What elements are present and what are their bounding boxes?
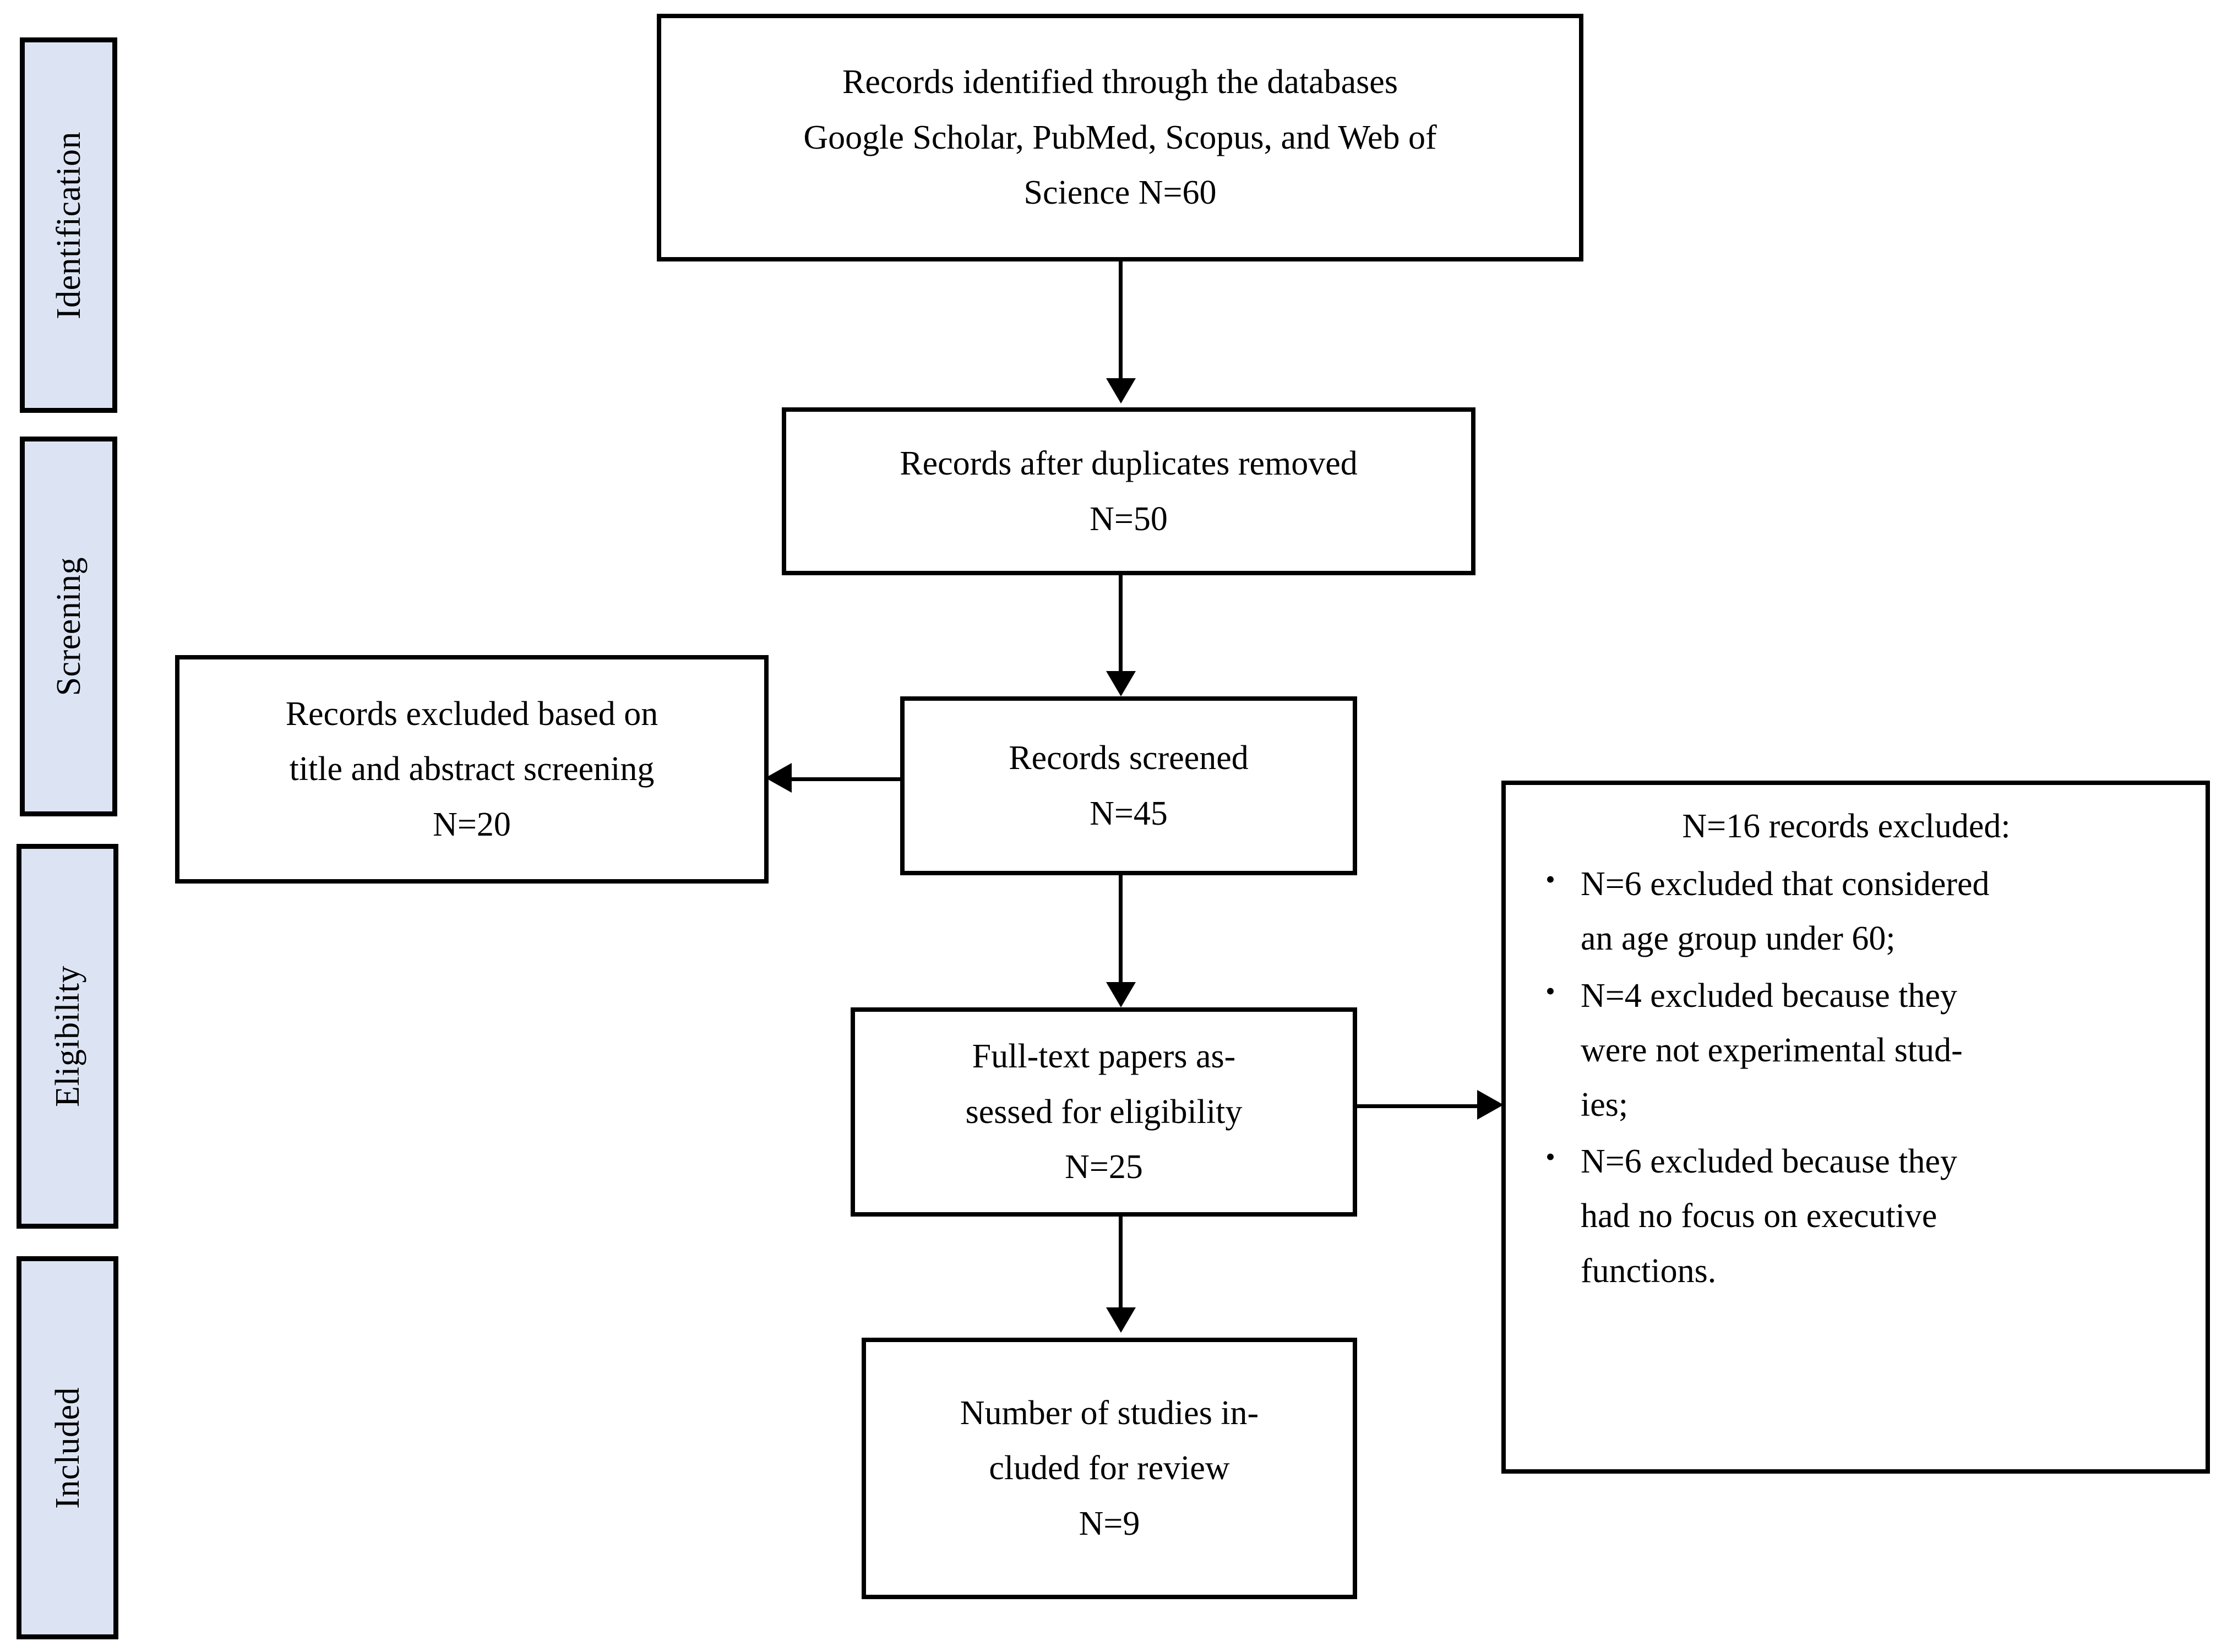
- excluded-reason-item-1-line2: an age group under 60;: [1581, 920, 1896, 958]
- connector-screened-to-excluded-arrowhead: [765, 763, 792, 793]
- box-records-identified-line1: Records identified through the databases: [842, 63, 1398, 101]
- box-records-identified-line3: Science N=60: [1023, 174, 1217, 212]
- box-full-text-assessed-line1: Full-text papers as-: [972, 1038, 1236, 1076]
- excluded-reason-item-2-line3: ies;: [1581, 1086, 1629, 1124]
- box-records-excluded-title-abstract-line3: N=20: [433, 805, 511, 843]
- box-records-identified: Records identified through the databases…: [657, 14, 1583, 261]
- excluded-reason-item-3: • N=6 excluded because they had no focus…: [1520, 1135, 2189, 1299]
- connector-duplicates-to-screened-line: [1119, 575, 1123, 671]
- stage-label-eligibility: Eligibility: [48, 966, 86, 1107]
- connector-fulltext-to-included-line: [1119, 1217, 1123, 1307]
- box-records-screened: Records screened N=45: [900, 696, 1357, 875]
- box-records-after-duplicates: Records after duplicates removed N=50: [782, 407, 1475, 575]
- stage-box-identification: Identification: [20, 37, 117, 413]
- excluded-reason-item-2-text: N=4 excluded because they were not exper…: [1581, 969, 2189, 1133]
- box-records-excluded-title-abstract: Records excluded based on title and abst…: [175, 655, 769, 884]
- bullet-icon: •: [1545, 1141, 1555, 1173]
- box-records-screened-line2: N=45: [1090, 794, 1168, 832]
- excluded-reason-item-3-text: N=6 excluded because they had no focus o…: [1581, 1135, 2189, 1299]
- excluded-reason-item-2-line1: N=4 excluded because they: [1581, 977, 1957, 1015]
- excluded-fulltext-heading: N=16 records excluded:: [1682, 808, 2011, 845]
- excluded-reason-item-1: • N=6 excluded that considered an age gr…: [1520, 857, 2189, 966]
- connector-fulltext-to-excluded-line: [1355, 1104, 1479, 1108]
- box-records-identified-line2: Google Scholar, PubMed, Scopus, and Web …: [803, 118, 1437, 156]
- box-studies-included-line2: cluded for review: [989, 1449, 1230, 1487]
- box-records-after-duplicates-line2: N=50: [1090, 500, 1168, 538]
- bullet-icon: •: [1545, 864, 1555, 895]
- stage-label-screening: Screening: [50, 557, 88, 696]
- box-full-text-assessed-line2: sessed for eligibility: [965, 1093, 1243, 1131]
- excluded-reason-item-3-line2: had no focus on executive: [1581, 1197, 1937, 1235]
- excluded-reason-item-2-line2: were not experimental stud-: [1581, 1031, 1963, 1069]
- box-excluded-fulltext-reasons: N=16 records excluded: • N=6 excluded th…: [1501, 781, 2210, 1474]
- connector-screened-to-fulltext-line: [1119, 875, 1123, 982]
- excluded-reason-item-3-line3: functions.: [1581, 1252, 1717, 1290]
- stage-label-included: Included: [48, 1387, 86, 1509]
- connector-fulltext-to-included-arrowhead: [1106, 1307, 1136, 1333]
- box-studies-included-line1: Number of studies in-: [960, 1394, 1259, 1432]
- excluded-reason-item-1-text: N=6 excluded that considered an age grou…: [1581, 857, 2189, 966]
- stage-box-eligibility: Eligibility: [17, 844, 118, 1229]
- connector-identified-to-duplicates-arrowhead: [1106, 378, 1136, 404]
- excluded-reason-item-1-line1: N=6 excluded that considered: [1581, 865, 1990, 903]
- excluded-reason-item-3-line1: N=6 excluded because they: [1581, 1143, 1957, 1181]
- connector-screened-to-excluded-line: [788, 777, 901, 781]
- stage-box-included: Included: [17, 1256, 118, 1639]
- excluded-reason-item-2: • N=4 excluded because they were not exp…: [1520, 969, 2189, 1133]
- box-full-text-assessed-line3: N=25: [1065, 1148, 1143, 1186]
- connector-identified-to-duplicates-line: [1119, 261, 1123, 378]
- box-records-excluded-title-abstract-line1: Records excluded based on: [285, 695, 658, 733]
- connector-duplicates-to-screened-arrowhead: [1106, 671, 1136, 696]
- box-records-after-duplicates-line1: Records after duplicates removed: [900, 445, 1358, 483]
- box-studies-included-line3: N=9: [1079, 1504, 1140, 1542]
- connector-screened-to-fulltext-arrowhead: [1106, 982, 1136, 1007]
- box-studies-included: Number of studies in- cluded for review …: [862, 1338, 1357, 1599]
- box-records-excluded-title-abstract-line2: title and abstract screening: [289, 750, 655, 788]
- stage-label-identification: Identification: [50, 131, 88, 319]
- stage-box-screening: Screening: [20, 437, 117, 816]
- box-records-screened-line1: Records screened: [1009, 739, 1249, 777]
- connector-fulltext-to-excluded-arrowhead: [1477, 1090, 1504, 1120]
- box-full-text-assessed: Full-text papers as- sessed for eligibil…: [851, 1007, 1357, 1217]
- bullet-icon: •: [1545, 975, 1555, 1006]
